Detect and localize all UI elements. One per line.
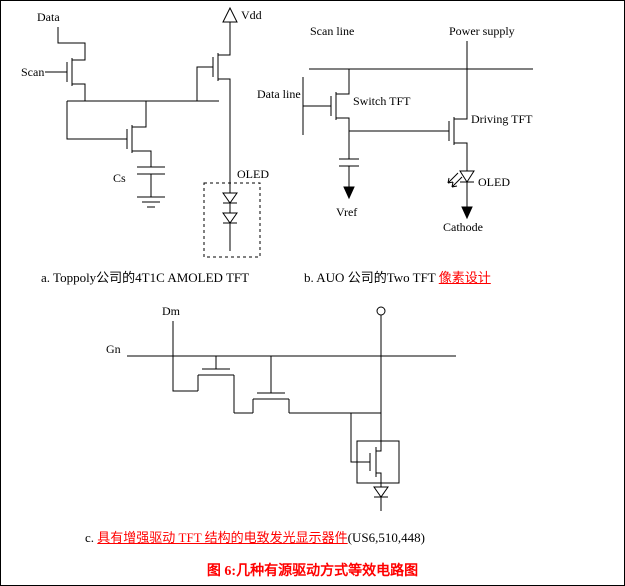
data-label: Data (37, 10, 60, 24)
vdd-triangle-icon (222, 6, 238, 23)
gn-label: Gn (106, 342, 121, 356)
switch-tft-label: Switch TFT (353, 94, 411, 108)
caption-c: c. 具有增强驱动 TFT 结构的电致发光显示器件(US6,510,448) (85, 527, 425, 546)
oled-diode-icon (459, 170, 475, 183)
cs-label: Cs (113, 171, 126, 185)
vref-label: Vref (336, 205, 357, 219)
scan-line-label: Scan line (310, 24, 354, 38)
driving-tft-label: Driving TFT (471, 112, 533, 126)
terminal-circle-icon (376, 306, 386, 316)
oled-label: OLED (237, 167, 269, 181)
diode-icon (222, 192, 238, 204)
oled-label: OLED (478, 175, 510, 189)
scan-label: Scan (21, 65, 44, 79)
diode-icon (222, 212, 238, 224)
caption-c-prefix: c. (85, 530, 98, 545)
diode-icon (373, 486, 389, 498)
caption-c-highlight: 具有增强驱动 TFT 结构的电致发光显示器件 (97, 530, 348, 545)
data-line-label: Data line (257, 87, 301, 101)
arrow-down-icon (461, 206, 473, 220)
vdd-label: Vdd (241, 8, 262, 22)
caption-b-text: b. AUO 公司的Two TFT (304, 270, 439, 285)
caption-b: b. AUO 公司的Two TFT 像素设计 (304, 267, 491, 286)
circuit-b-graphic: Scan line Power supply Data line Switch … (257, 24, 533, 234)
cathode-label: Cathode (443, 220, 483, 234)
caption-a: a. Toppoly公司的4T1C AMOLED TFT (41, 267, 249, 286)
power-supply-label: Power supply (449, 24, 515, 38)
caption-b-highlight: 像素设计 (438, 270, 491, 285)
arrow-down-icon (343, 186, 355, 200)
circuit-c-graphic: Dm Gn (106, 304, 456, 511)
caption-c-suffix: (US6,510,448) (347, 530, 425, 545)
oled-dashed-box (203, 182, 261, 258)
figure-caption: 图 6:几种有源驱动方式等效电路图 (206, 564, 419, 579)
circuit-a-graphic: Data Scan Vdd Cs OLED (21, 6, 269, 258)
caption-a-text: a. Toppoly公司的4T1C AMOLED TFT (41, 270, 250, 285)
dm-label: Dm (162, 304, 181, 318)
